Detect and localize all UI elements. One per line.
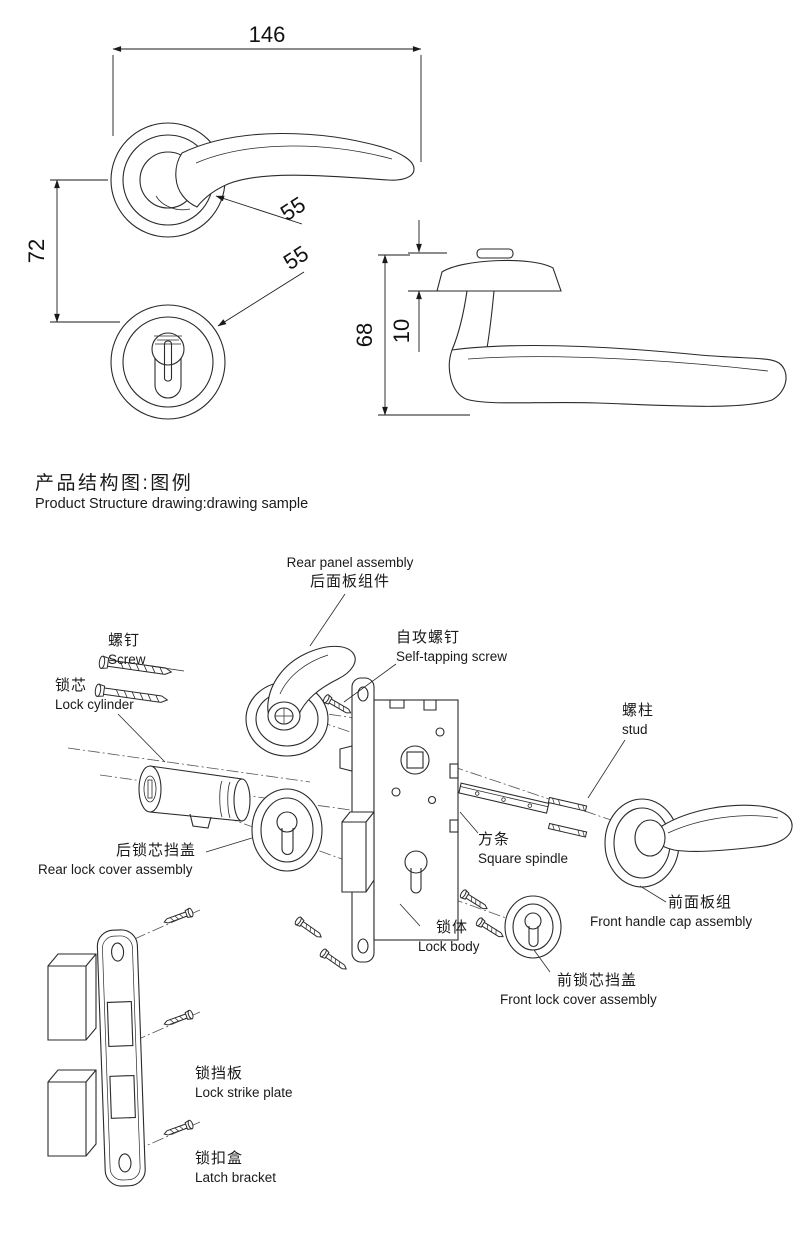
label-self-tapping-screw: 自攻螺钉 Self-tapping screw [396, 628, 507, 665]
strike-screw-part [162, 907, 195, 927]
label-rear-panel-assembly-line2: 后面板组件 [309, 572, 390, 590]
label-rear-lock-cover-line1: 后锁芯挡盖 [116, 842, 197, 859]
front-lock-cover-part [504, 895, 562, 959]
section-title-cn: 产品结构图:图例 [35, 473, 194, 494]
label-stud-line1: 螺柱 [622, 702, 655, 719]
label-rear-lock-cover-line2: Rear lock cover assembly [38, 861, 193, 877]
label-latch-bracket: 锁扣盒 Latch bracket [195, 1149, 276, 1186]
label-screw-line2: Screw [108, 651, 146, 667]
label-screw-line1: 螺钉 [108, 632, 141, 649]
front-handle-cap-part [604, 798, 793, 888]
dim-rose-top: 55 [276, 192, 310, 226]
strike-screw-part [162, 1009, 195, 1029]
rear-panel-assembly-part [245, 645, 356, 757]
latch-bracket-part [47, 953, 97, 1157]
label-lock-body-line1: 锁体 [436, 919, 469, 936]
square-spindle-part [458, 782, 550, 814]
label-rear-lock-cover: 后锁芯挡盖 Rear lock cover assembly [38, 841, 196, 878]
latch-bolt-part [341, 811, 375, 893]
strike-screw-part [162, 1119, 195, 1139]
front-view-drawing [110, 122, 415, 420]
label-lock-cylinder: 锁芯 Lock cylinder [55, 676, 134, 713]
label-lock-strike-plate-line1: 锁挡板 [195, 1065, 244, 1082]
label-screw: 螺钉 Screw [108, 631, 146, 668]
front-view-dimension-lines [50, 46, 422, 327]
label-lock-body-line2: Lock body [418, 938, 480, 954]
dim-side-offset: 10 [389, 319, 414, 343]
label-lock-strike-plate-line2: Lock strike plate [195, 1084, 293, 1100]
small-screw-part [458, 888, 490, 913]
label-square-spindle-line1: 方条 [478, 831, 511, 848]
label-lock-body: 锁体 Lock body [418, 918, 480, 955]
stud-part [547, 796, 588, 812]
label-stud: 螺柱 stud [622, 701, 654, 738]
label-rear-panel-assembly-line1: Rear panel assembly [286, 555, 414, 570]
label-self-tapping-screw-line2: Self-tapping screw [396, 648, 508, 664]
lock-strike-plate-part [96, 929, 146, 1187]
rear-lock-cover-part [251, 788, 323, 872]
label-latch-bracket-line2: Latch bracket [195, 1169, 277, 1185]
side-view-dimension-text: 68 10 [352, 319, 414, 347]
side-view-drawing [436, 248, 787, 407]
label-front-lock-cover: 前锁芯挡盖 Front lock cover assembly [500, 971, 657, 1008]
lock-cylinder-part [138, 765, 251, 829]
label-square-spindle: 方条 Square spindle [478, 830, 568, 867]
label-self-tapping-screw-line1: 自攻螺钉 [396, 629, 461, 646]
dim-front-width: 146 [249, 22, 286, 47]
label-front-lock-cover-line2: Front lock cover assembly [500, 991, 657, 1007]
section-title-en: Product Structure drawing:drawing sample [35, 496, 309, 512]
label-lock-cylinder-line2: Lock cylinder [55, 696, 134, 712]
label-stud-line2: stud [622, 721, 648, 737]
label-front-lock-cover-line1: 前锁芯挡盖 [557, 972, 638, 989]
label-front-handle-cap: 前面板组 Front handle cap assembly [590, 893, 752, 930]
label-lock-strike-plate: 锁挡板 Lock strike plate [195, 1064, 293, 1101]
label-lock-cylinder-line1: 锁芯 [55, 677, 88, 694]
label-rear-panel-assembly: Rear panel assembly 后面板组件 [255, 554, 445, 591]
label-front-handle-cap-line1: 前面板组 [668, 894, 733, 911]
label-latch-bracket-line1: 锁扣盒 [195, 1150, 244, 1167]
dim-front-height: 72 [24, 239, 49, 263]
label-square-spindle-line2: Square spindle [478, 850, 569, 866]
small-screw-part [318, 947, 350, 974]
dim-side-height: 68 [352, 323, 377, 347]
label-leader-lines [117, 593, 667, 973]
label-front-handle-cap-line2: Front handle cap assembly [590, 913, 753, 929]
small-screw-part [293, 915, 325, 942]
side-view-dimension-lines [378, 220, 470, 416]
dim-rose-bottom: 55 [279, 241, 313, 275]
small-screw-part [474, 916, 506, 941]
